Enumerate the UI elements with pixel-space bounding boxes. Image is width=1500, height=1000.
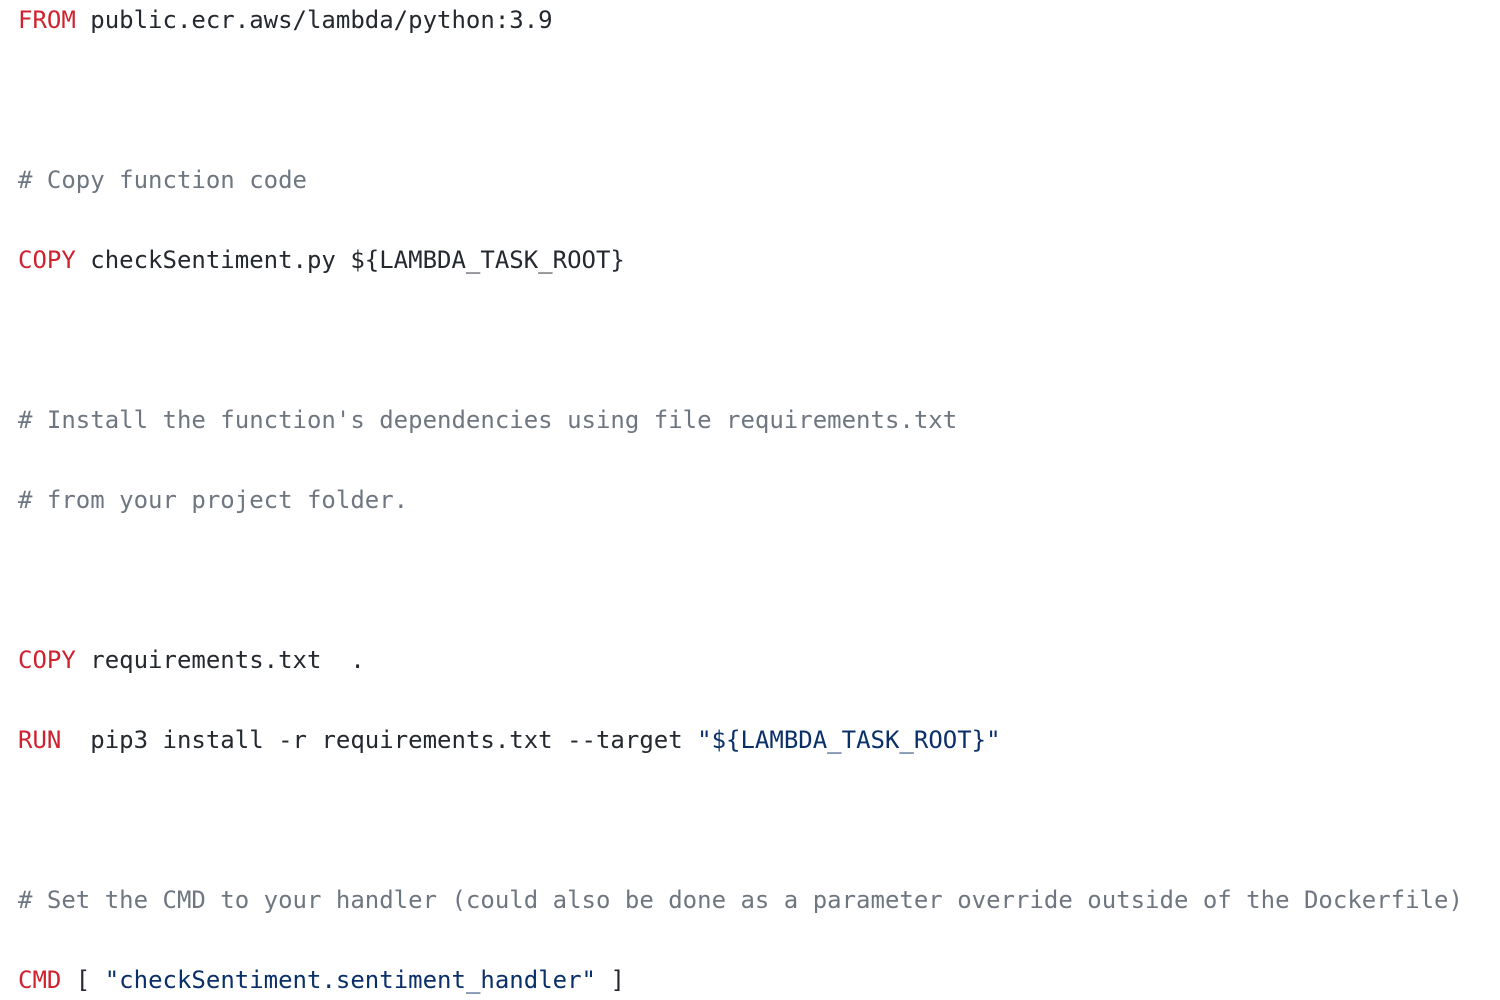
keyword-copy: COPY [18, 246, 76, 274]
comment-copy-function-code: # Copy function code [18, 166, 307, 194]
code-line-comment-install: # Install the function's dependencies us… [18, 400, 1463, 440]
run-command: pip3 install -r requirements.txt --targe… [61, 726, 698, 754]
code-line-copy-script: COPY checkSentiment.py ${LAMBDA_TASK_ROO… [18, 240, 1463, 280]
cmd-handler-string: "checkSentiment.sentiment_handler" [104, 966, 596, 994]
code-line-blank [18, 560, 1463, 600]
code-line-copy-requirements: COPY requirements.txt . [18, 640, 1463, 680]
copy-script-args: checkSentiment.py ${LAMBDA_TASK_ROOT} [75, 246, 625, 274]
keyword-from: FROM [18, 6, 76, 34]
code-line-comment-copy: # Copy function code [18, 160, 1463, 200]
code-line-cmd: CMD [ "checkSentiment.sentiment_handler"… [18, 960, 1463, 1000]
dockerfile-code-block: FROM public.ecr.aws/lambda/python:3.9 # … [18, 0, 1463, 1000]
code-line-blank [18, 320, 1463, 360]
copy-requirements-args: requirements.txt . [75, 646, 365, 674]
code-line-comment-cmd: # Set the CMD to your handler (could als… [18, 880, 1463, 920]
keyword-cmd: CMD [18, 966, 62, 994]
code-line-run: RUN pip3 install -r requirements.txt --t… [18, 720, 1463, 760]
from-image: public.ecr.aws/lambda/python:3.9 [75, 6, 553, 34]
run-target-string: "${LAMBDA_TASK_ROOT}" [697, 726, 1001, 754]
comment-project-folder: # from your project folder. [18, 486, 409, 514]
comment-set-cmd: # Set the CMD to your handler (could als… [18, 886, 1463, 914]
code-line-comment-folder: # from your project folder. [18, 480, 1463, 520]
comment-install-dependencies: # Install the function's dependencies us… [18, 406, 958, 434]
code-line-blank [18, 800, 1463, 840]
code-line-from: FROM public.ecr.aws/lambda/python:3.9 [18, 0, 1463, 40]
cmd-open-bracket: [ [61, 966, 105, 994]
code-line-blank [18, 80, 1463, 120]
keyword-copy: COPY [18, 646, 76, 674]
keyword-run: RUN [18, 726, 62, 754]
cmd-close-bracket: ] [596, 966, 625, 994]
